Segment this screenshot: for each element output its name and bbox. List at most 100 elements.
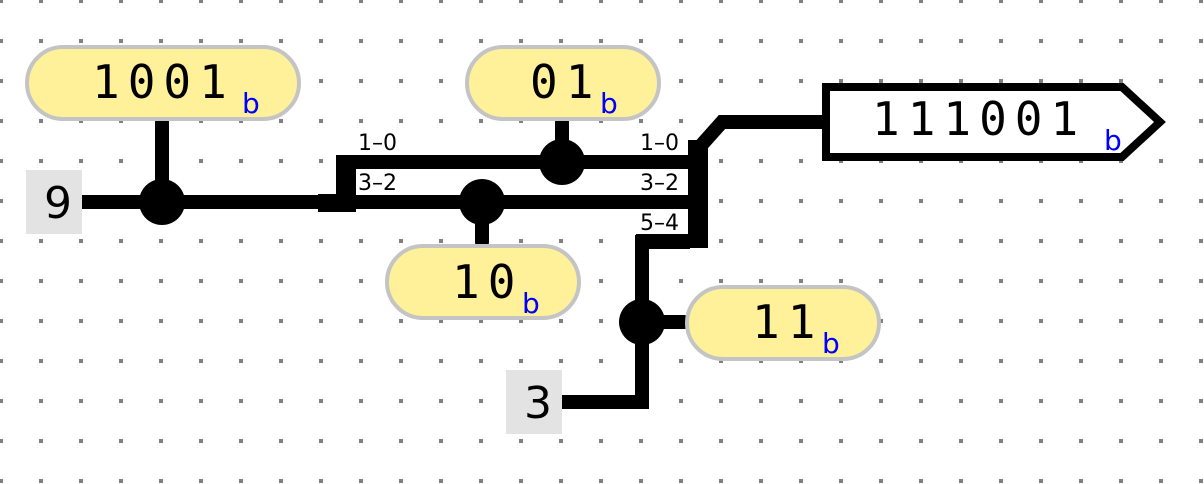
grid-dot bbox=[359, 399, 363, 403]
grid-dot bbox=[959, 439, 963, 443]
grid-dot bbox=[799, 479, 803, 483]
grid-dot bbox=[1119, 399, 1123, 403]
grid-dot bbox=[839, 0, 843, 3]
grid-dot bbox=[559, 319, 563, 323]
output-display[interactable]: 111001 b bbox=[822, 83, 1166, 161]
grid-dot bbox=[39, 239, 43, 243]
grid-dot bbox=[39, 479, 43, 483]
input-3-box[interactable] bbox=[506, 370, 562, 434]
grid-dot bbox=[199, 359, 203, 363]
grid-dot bbox=[399, 399, 403, 403]
input-9[interactable]: 9 bbox=[26, 170, 82, 234]
grid-dot bbox=[1079, 39, 1083, 43]
grid-dot bbox=[279, 0, 283, 3]
grid-dot bbox=[0, 39, 3, 43]
grid-dot bbox=[79, 0, 83, 3]
constant-1001[interactable]: 1001 b bbox=[25, 45, 301, 121]
grid-dot bbox=[919, 439, 923, 443]
bus-merger[interactable]: 1–0 3–2 5–4 bbox=[636, 131, 708, 248]
grid-dot bbox=[1199, 199, 1203, 203]
grid-dot bbox=[1079, 199, 1083, 203]
grid-dot bbox=[399, 119, 403, 123]
grid-dot bbox=[0, 479, 3, 483]
grid-dot bbox=[759, 239, 763, 243]
grid-dot bbox=[279, 239, 283, 243]
grid-dot bbox=[759, 399, 763, 403]
grid-dot bbox=[519, 39, 523, 43]
grid-dot bbox=[399, 319, 403, 323]
input-3-value: 3 bbox=[524, 378, 552, 429]
grid-dot bbox=[119, 39, 123, 43]
grid-dot bbox=[839, 199, 843, 203]
grid-dot bbox=[1199, 0, 1203, 3]
grid-dot bbox=[919, 79, 923, 83]
grid-dot bbox=[39, 119, 43, 123]
output-digits: 111001 bbox=[872, 92, 1086, 146]
grid-dot bbox=[719, 399, 723, 403]
input-9-box[interactable] bbox=[26, 170, 82, 234]
grid-dot bbox=[1039, 319, 1043, 323]
grid-dot bbox=[759, 279, 763, 283]
grid-dot bbox=[439, 479, 443, 483]
constant-10[interactable]: 10 b bbox=[385, 244, 581, 320]
grid-dot bbox=[479, 439, 483, 443]
junction-dot bbox=[459, 179, 505, 225]
grid-dot bbox=[1159, 279, 1163, 283]
input-9-value: 9 bbox=[44, 178, 72, 229]
grid-dot bbox=[319, 439, 323, 443]
grid-dot bbox=[799, 79, 803, 83]
constant-01[interactable]: 01 b bbox=[465, 45, 661, 121]
grid-dot bbox=[879, 239, 883, 243]
grid-dot bbox=[399, 359, 403, 363]
grid-dot bbox=[199, 439, 203, 443]
grid-dot bbox=[879, 199, 883, 203]
grid-dot bbox=[199, 399, 203, 403]
merger-label-5-4: 5–4 bbox=[640, 211, 679, 236]
grid-dot bbox=[0, 319, 3, 323]
grid-dot bbox=[919, 279, 923, 283]
grid-dot bbox=[679, 279, 683, 283]
grid-dot bbox=[319, 159, 323, 163]
grid-dot bbox=[0, 359, 3, 363]
grid-dot bbox=[359, 39, 363, 43]
grid-dot bbox=[719, 0, 723, 3]
constant-11[interactable]: 11 b bbox=[685, 285, 881, 361]
grid-dot bbox=[399, 239, 403, 243]
grid-dot bbox=[879, 319, 883, 323]
grid-dot bbox=[599, 439, 603, 443]
grid-dot bbox=[119, 479, 123, 483]
grid-dot bbox=[879, 279, 883, 283]
wire-output[interactable] bbox=[691, 115, 826, 155]
grid-dot bbox=[999, 79, 1003, 83]
grid-dot bbox=[719, 79, 723, 83]
grid-dot bbox=[159, 359, 163, 363]
grid-dot bbox=[1079, 239, 1083, 243]
grid-dot bbox=[0, 199, 3, 203]
grid-dot bbox=[1199, 479, 1203, 483]
grid-dot bbox=[199, 239, 203, 243]
grid-dot bbox=[839, 239, 843, 243]
grid-dot bbox=[599, 359, 603, 363]
grid-dot bbox=[1039, 79, 1043, 83]
grid-dot bbox=[839, 79, 843, 83]
input-3[interactable]: 3 bbox=[506, 370, 562, 434]
grid-dot bbox=[239, 159, 243, 163]
grid-dot bbox=[319, 359, 323, 363]
grid-dot bbox=[1119, 319, 1123, 323]
bus-splitter[interactable]: 1–0 3–2 bbox=[318, 131, 397, 212]
grid-dot bbox=[399, 439, 403, 443]
grid-dot bbox=[239, 39, 243, 43]
grid-dot bbox=[439, 239, 443, 243]
grid-dot bbox=[719, 239, 723, 243]
grid-dot bbox=[799, 399, 803, 403]
grid-dot bbox=[159, 39, 163, 43]
grid-dot bbox=[39, 359, 43, 363]
grid-dot bbox=[399, 479, 403, 483]
grid-dot bbox=[439, 0, 443, 3]
grid-dot bbox=[199, 319, 203, 323]
grid-dot bbox=[719, 359, 723, 363]
grid-dot bbox=[159, 399, 163, 403]
grid-dot bbox=[1039, 199, 1043, 203]
